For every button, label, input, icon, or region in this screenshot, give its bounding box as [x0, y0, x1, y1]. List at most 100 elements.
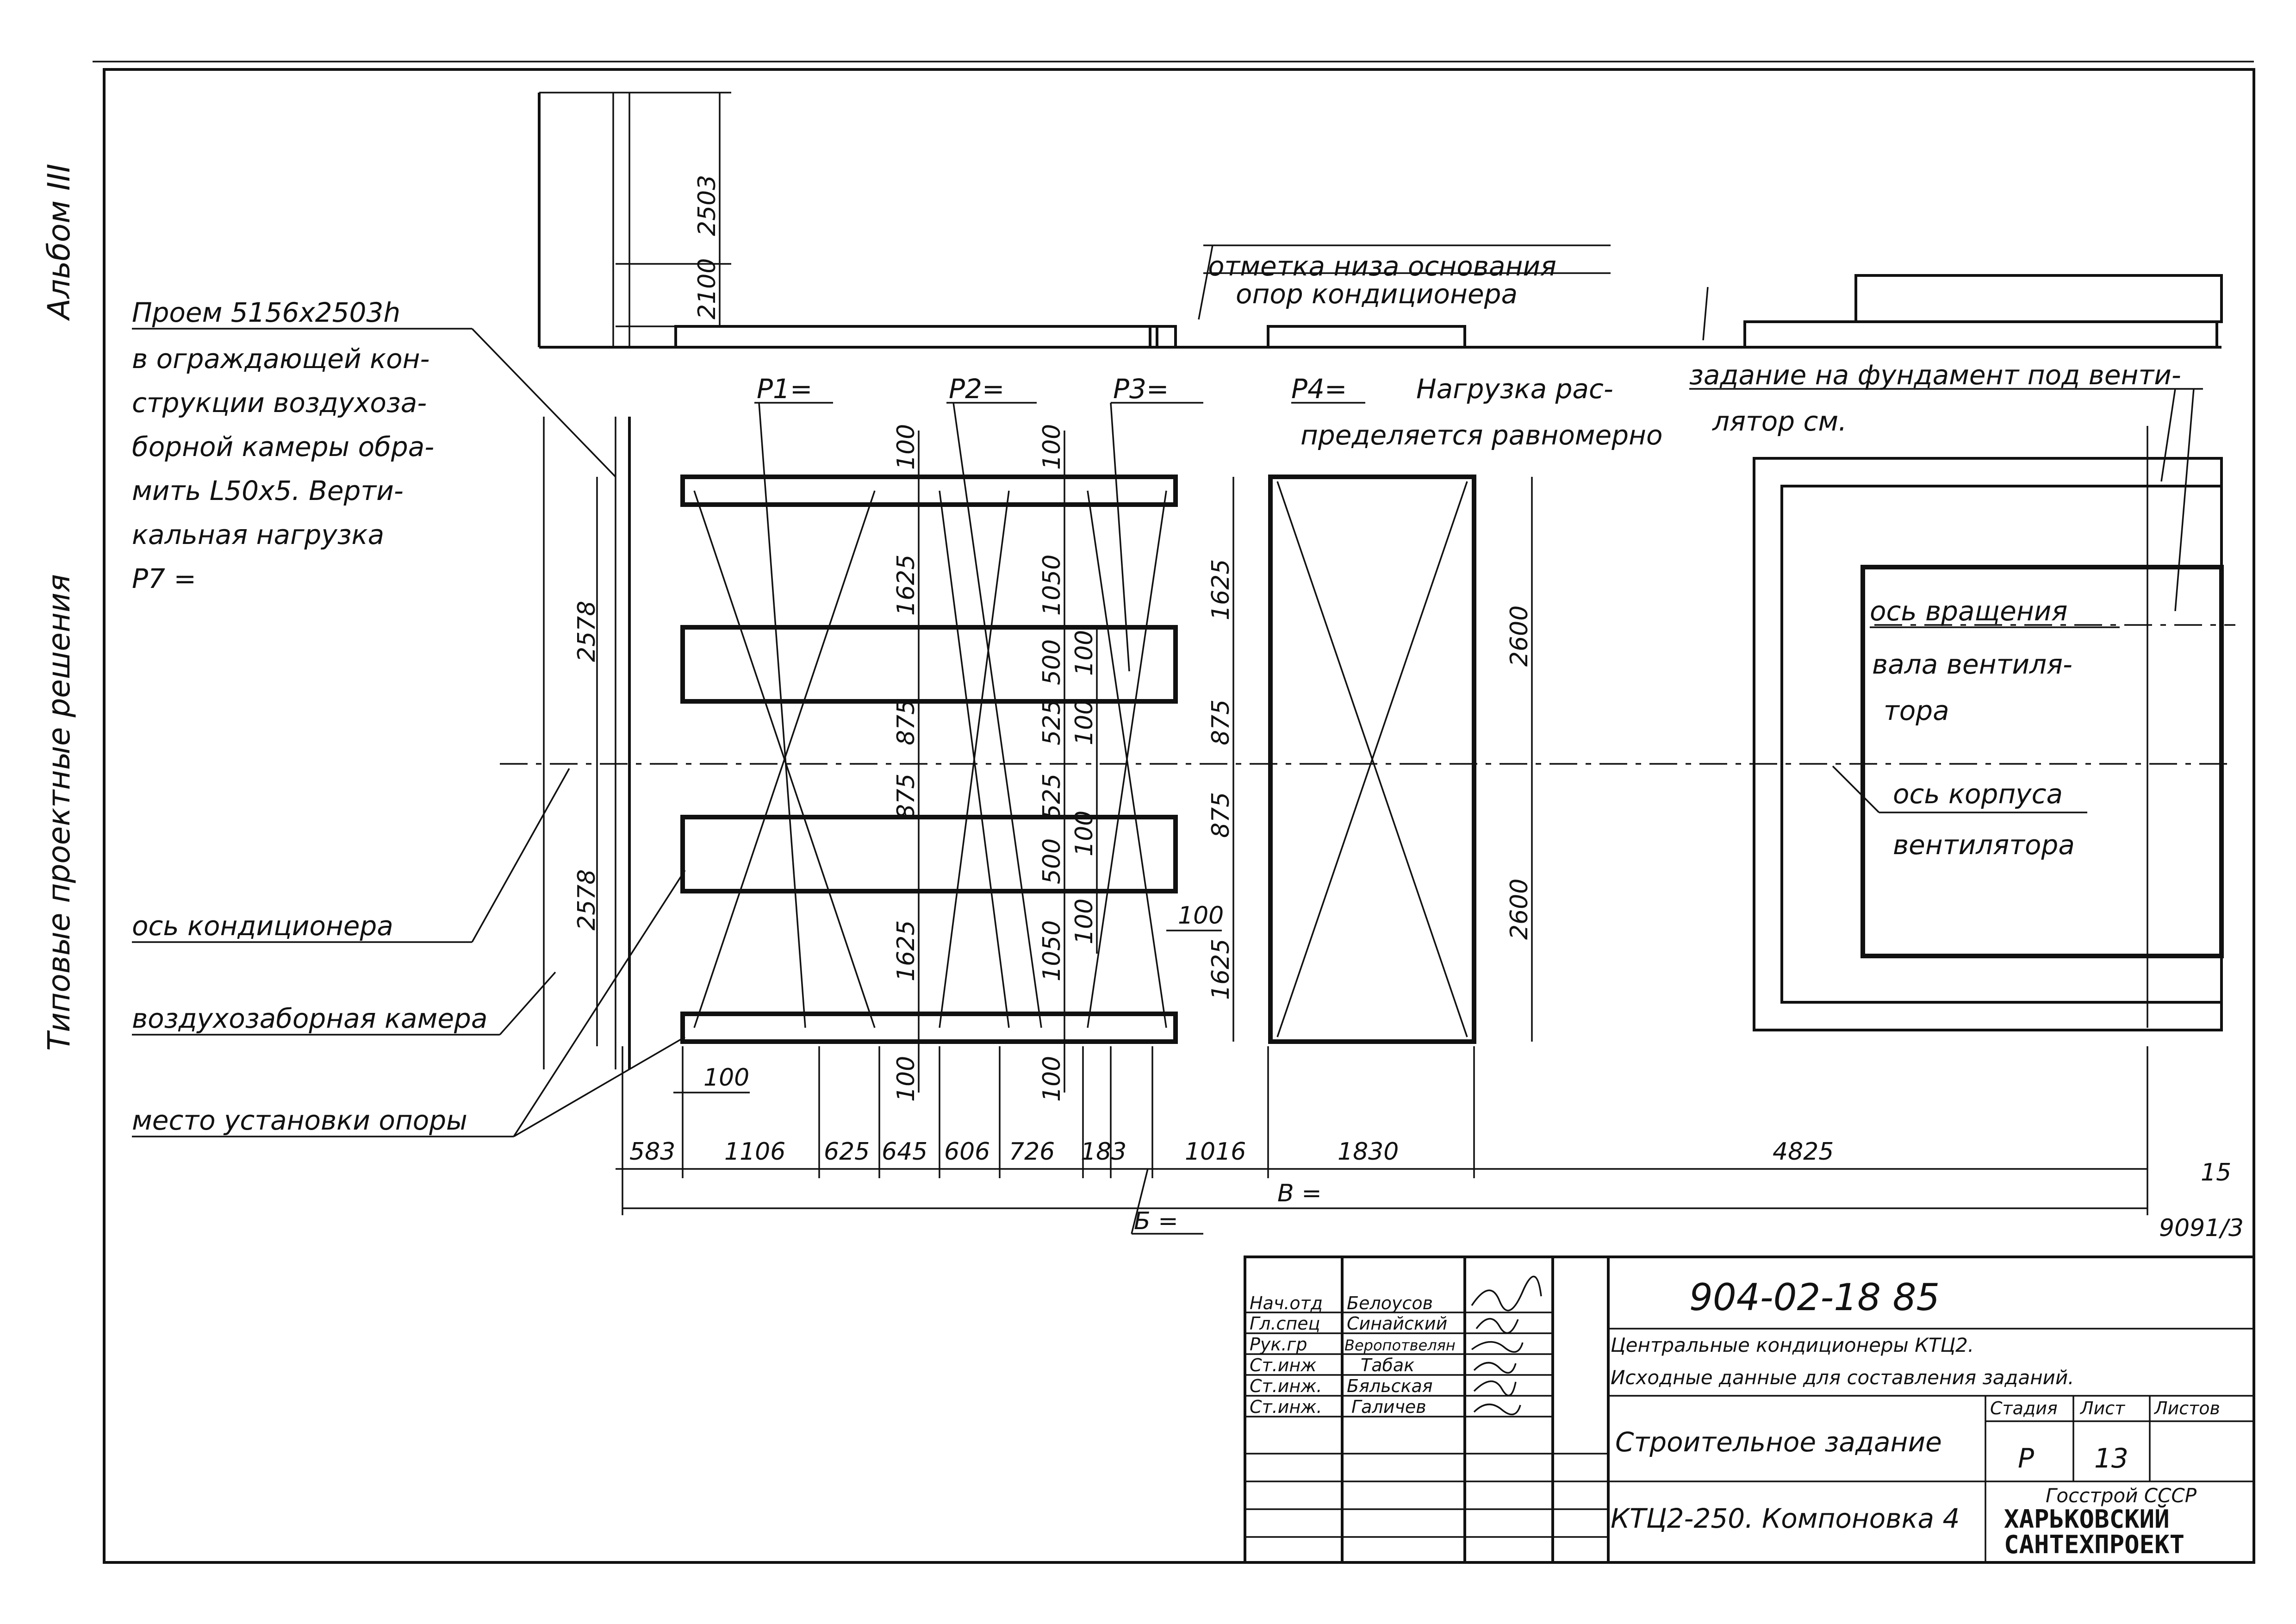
hdim: 625: [824, 1138, 870, 1166]
svg-text:500: 500: [1038, 639, 1066, 685]
support-beam: [680, 475, 1178, 507]
name: Бяльская: [1347, 1376, 1433, 1396]
svg-text:100: 100: [892, 424, 920, 470]
svg-text:875: 875: [892, 700, 920, 745]
name: Табак: [1361, 1355, 1414, 1375]
signatures: [1471, 1275, 1542, 1416]
fan-outline: [1753, 426, 2224, 1031]
role: Ст.инж.: [1250, 1397, 1322, 1417]
top-note-line1: отметка низа основания: [1208, 250, 1556, 282]
svg-text:100: 100: [1070, 630, 1098, 676]
hdim: 606: [944, 1138, 990, 1166]
top-dim-2100: 2100: [693, 258, 721, 319]
name: Веропотвелян: [1344, 1337, 1456, 1354]
layout-title: КТЦ2-250. Компоновка 4: [1611, 1503, 1960, 1534]
hdim: 1830: [1338, 1138, 1399, 1166]
stage-label: Стадия: [1990, 1398, 2058, 1418]
svg-text:875: 875: [1207, 700, 1235, 745]
svg-text:2600: 2600: [1506, 606, 1533, 667]
load-p4: P4=: [1291, 373, 1347, 405]
title-block: [1244, 1255, 2255, 1564]
body-axis-line1: ось корпуса: [1893, 778, 2063, 810]
top-view: 2503 2100 отметка низа основания опор ко…: [538, 92, 2223, 349]
p4-note-line1: Нагрузка рас-: [1416, 373, 1613, 405]
hdim: 1016: [1185, 1138, 1246, 1166]
drawing-number: 904-02-18 85: [1689, 1276, 1940, 1319]
name: Белоусов: [1347, 1293, 1433, 1313]
ac-axis-note: ось кондиционера: [132, 910, 393, 942]
dim-100-bottom: 100: [703, 1064, 749, 1092]
svg-text:2600: 2600: [1506, 879, 1533, 940]
support-beams: [680, 475, 1178, 1044]
title-line2: Исходные данные для составления заданий.: [1611, 1366, 2074, 1389]
sheet-label: Лист: [2079, 1398, 2126, 1418]
dim-9091: 9091/3: [2159, 1214, 2244, 1242]
svg-text:875: 875: [1207, 792, 1235, 838]
top-dim-2503: 2503: [693, 175, 721, 236]
role: Рук.гр: [1250, 1334, 1307, 1355]
svg-text:1625: 1625: [892, 920, 920, 981]
svg-text:100: 100: [1070, 700, 1098, 745]
rot-axis-line1: ось вращения: [1870, 595, 2067, 627]
album-label: Альбом III: [41, 164, 77, 321]
load-lines: [693, 402, 1167, 1028]
dim-2578-top: 2578: [573, 601, 601, 662]
org-line1: Госстрой СССР: [2046, 1484, 2197, 1507]
dim-100-right: 100: [1178, 902, 1224, 930]
rot-axis-line3: тора: [1884, 695, 1949, 726]
hdim: 583: [629, 1138, 675, 1166]
svg-text:1050: 1050: [1038, 555, 1066, 616]
role: Ст.инж: [1250, 1355, 1317, 1375]
chamber-note: воздухозаборная камера: [132, 1003, 487, 1034]
name: Синайский: [1347, 1313, 1447, 1334]
svg-text:1625: 1625: [1207, 939, 1235, 1000]
fan-base: [1268, 475, 1476, 1044]
sheet-value: 13: [2094, 1443, 2128, 1474]
sheets-label: Листов: [2153, 1398, 2220, 1418]
svg-text:875: 875: [892, 774, 920, 819]
top-note-line2: опор кондиционера: [1236, 278, 1518, 310]
svg-text:100: 100: [892, 1056, 920, 1102]
support-beam: [680, 625, 1178, 704]
support-note: место установки опоры: [132, 1105, 467, 1136]
hdim: 645: [882, 1138, 927, 1166]
svg-text:1050: 1050: [1038, 920, 1066, 981]
support-beam: [680, 1012, 1178, 1044]
support-beam: [680, 815, 1178, 893]
hdim: 183: [1081, 1138, 1126, 1166]
dim-b-total: B =: [1277, 1180, 1322, 1207]
sheet-title: Строительное задание: [1615, 1426, 1942, 1458]
svg-text:100: 100: [1070, 811, 1098, 856]
svg-text:500: 500: [1038, 838, 1066, 884]
svg-text:525: 525: [1038, 774, 1066, 819]
svg-text:525: 525: [1038, 700, 1066, 745]
svg-text:100: 100: [1038, 1056, 1066, 1102]
title-line1: Центральные кондиционеры КТЦ2.: [1611, 1334, 1974, 1356]
horizontal-dimensions: 583 1106 625 645 606 726 183 1016 1830 4…: [616, 1046, 2244, 1242]
svg-text:1625: 1625: [892, 555, 920, 616]
opening-note: Проем 5156х2503h в ограждающей кон- стру…: [132, 297, 443, 594]
svg-text:1625: 1625: [1207, 559, 1235, 620]
load-p1: P1=: [757, 373, 812, 405]
org-line3: САНТЕХПРОЕКТ: [2004, 1530, 2184, 1559]
name: Галичев: [1351, 1397, 1426, 1417]
body-axis-line2: вентилятора: [1893, 829, 2075, 861]
dim-15: 15: [2201, 1159, 2231, 1187]
role: Ст.инж.: [1250, 1376, 1322, 1396]
svg-text:100: 100: [1038, 424, 1066, 470]
role: Нач.отд: [1250, 1293, 1323, 1313]
p4-note-line2: пределяется равномерно: [1300, 419, 1662, 451]
rot-axis-line2: вала вентиля-: [1872, 649, 2072, 680]
org-line2: ХАРЬКОВСКИЙ: [2004, 1505, 2170, 1534]
dim-2578-bottom: 2578: [573, 869, 601, 931]
hdim: 1106: [724, 1138, 785, 1166]
load-p2: P2=: [949, 373, 1004, 405]
series-label: Типовые проектные решения: [41, 574, 77, 1051]
dim-b-small: Б =: [1134, 1207, 1178, 1235]
load-p3: P3=: [1113, 373, 1169, 405]
hdim: 726: [1009, 1138, 1055, 1166]
sheet-frame: [103, 68, 2255, 1564]
role: Гл.спец: [1250, 1313, 1320, 1334]
vertical-dimensions: 2578 2578 100 1625 875 875 1625 100 100 …: [573, 424, 1533, 1102]
